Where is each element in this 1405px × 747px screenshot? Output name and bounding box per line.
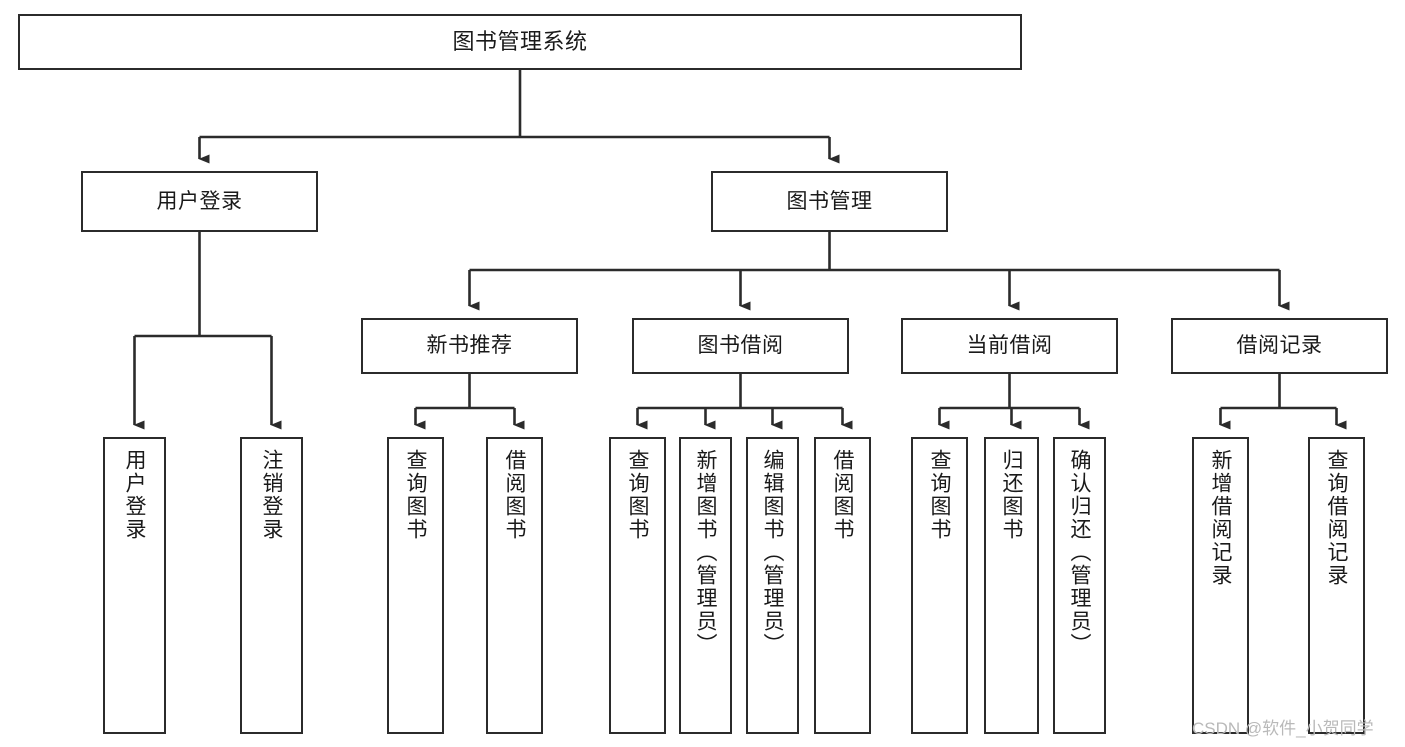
node-c-return[interactable]: 归还图书	[984, 437, 1039, 734]
node-c-confirm[interactable]: 确认归还（管理员）	[1053, 437, 1106, 734]
node-label: 查询借阅记录	[1325, 449, 1348, 587]
node-bookmgmt[interactable]: 图书管理	[711, 171, 948, 232]
node-c-query[interactable]: 查询图书	[911, 437, 968, 734]
node-label: 归还图书	[1000, 449, 1023, 541]
node-label: 用户登录	[156, 189, 243, 213]
node-r-add[interactable]: 新增借阅记录	[1192, 437, 1249, 734]
node-current[interactable]: 当前借阅	[901, 318, 1118, 374]
node-label: 新增借阅记录	[1209, 449, 1232, 587]
node-label: 查询图书	[626, 449, 649, 541]
node-label: 注销登录	[260, 449, 283, 541]
node-r-query[interactable]: 查询借阅记录	[1308, 437, 1365, 734]
node-b-add[interactable]: 新增图书（管理员）	[679, 437, 732, 734]
node-label: 查询图书	[928, 449, 951, 541]
node-borrow[interactable]: 图书借阅	[632, 318, 849, 374]
node-n-borrow[interactable]: 借阅图书	[486, 437, 543, 734]
node-b-edit[interactable]: 编辑图书（管理员）	[746, 437, 799, 734]
node-l-login[interactable]: 用户登录	[103, 437, 166, 734]
node-label: 借阅记录	[1236, 334, 1323, 358]
node-label: 新增图书（管理员）	[694, 449, 717, 656]
node-label: 图书管理系统	[452, 28, 588, 54]
node-label: 借阅图书	[503, 449, 526, 541]
node-n-query[interactable]: 查询图书	[387, 437, 444, 734]
node-label: 确认归还（管理员）	[1068, 449, 1091, 656]
node-label: 查询图书	[404, 449, 427, 541]
node-label: 借阅图书	[831, 449, 854, 541]
csdn-watermark: CSDN @软件_小贺同学	[1192, 719, 1374, 738]
node-b-query[interactable]: 查询图书	[609, 437, 666, 734]
node-label: 图书借阅	[697, 334, 784, 358]
node-root[interactable]: 图书管理系统	[18, 14, 1022, 70]
node-label: 新书推荐	[426, 334, 513, 358]
node-newbook[interactable]: 新书推荐	[361, 318, 578, 374]
node-label: 当前借阅	[966, 334, 1053, 358]
node-label: 用户登录	[123, 449, 146, 541]
node-records[interactable]: 借阅记录	[1171, 318, 1388, 374]
node-label: 编辑图书（管理员）	[761, 449, 784, 656]
node-b-lend[interactable]: 借阅图书	[814, 437, 871, 734]
node-label: 图书管理	[786, 189, 873, 213]
node-login[interactable]: 用户登录	[81, 171, 318, 232]
node-l-logout[interactable]: 注销登录	[240, 437, 303, 734]
